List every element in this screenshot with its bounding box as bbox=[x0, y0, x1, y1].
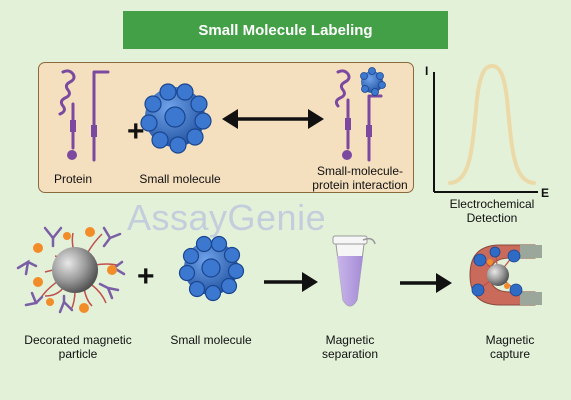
magnetic-particle-label: Decorated magnetic particle bbox=[24, 333, 132, 361]
protein-label: Protein bbox=[53, 172, 93, 186]
plus-sign-top: + bbox=[127, 115, 145, 148]
watermark-logo: AssayGenie bbox=[127, 197, 327, 238]
protein-icon bbox=[58, 69, 110, 162]
x-axis-label: E bbox=[541, 186, 550, 200]
decorated-magnetic-particle-icon bbox=[16, 226, 126, 314]
equilibrium-arrow bbox=[222, 109, 324, 129]
protein-complex-icon bbox=[334, 69, 383, 162]
magnetic-separation-label: Magnetic separation bbox=[321, 333, 379, 361]
magnetic-capture-label: Magnetic capture bbox=[485, 333, 535, 361]
title-bar: Small Molecule Labeling bbox=[123, 11, 448, 49]
plus-sign-bottom: + bbox=[137, 260, 155, 293]
small-molecule-label: Small molecule bbox=[139, 172, 221, 186]
small-molecule-icon bbox=[140, 83, 212, 154]
small-molecule-label-bottom: Small molecule bbox=[170, 333, 252, 347]
electrochemical-detection-label: Electrochemical Detection bbox=[449, 197, 535, 225]
interaction-label: Small-molecule- protein interaction bbox=[312, 164, 408, 192]
magnetic-capture-icon bbox=[469, 244, 542, 306]
page-title: Small Molecule Labeling bbox=[198, 21, 373, 39]
electrochemical-graph bbox=[433, 63, 538, 193]
labeling-panel bbox=[38, 62, 414, 193]
microtube-icon bbox=[332, 235, 376, 307]
y-axis-label: I bbox=[425, 64, 429, 78]
small-molecule-icon-bottom bbox=[178, 235, 245, 302]
bound-molecule-icon bbox=[360, 67, 386, 96]
